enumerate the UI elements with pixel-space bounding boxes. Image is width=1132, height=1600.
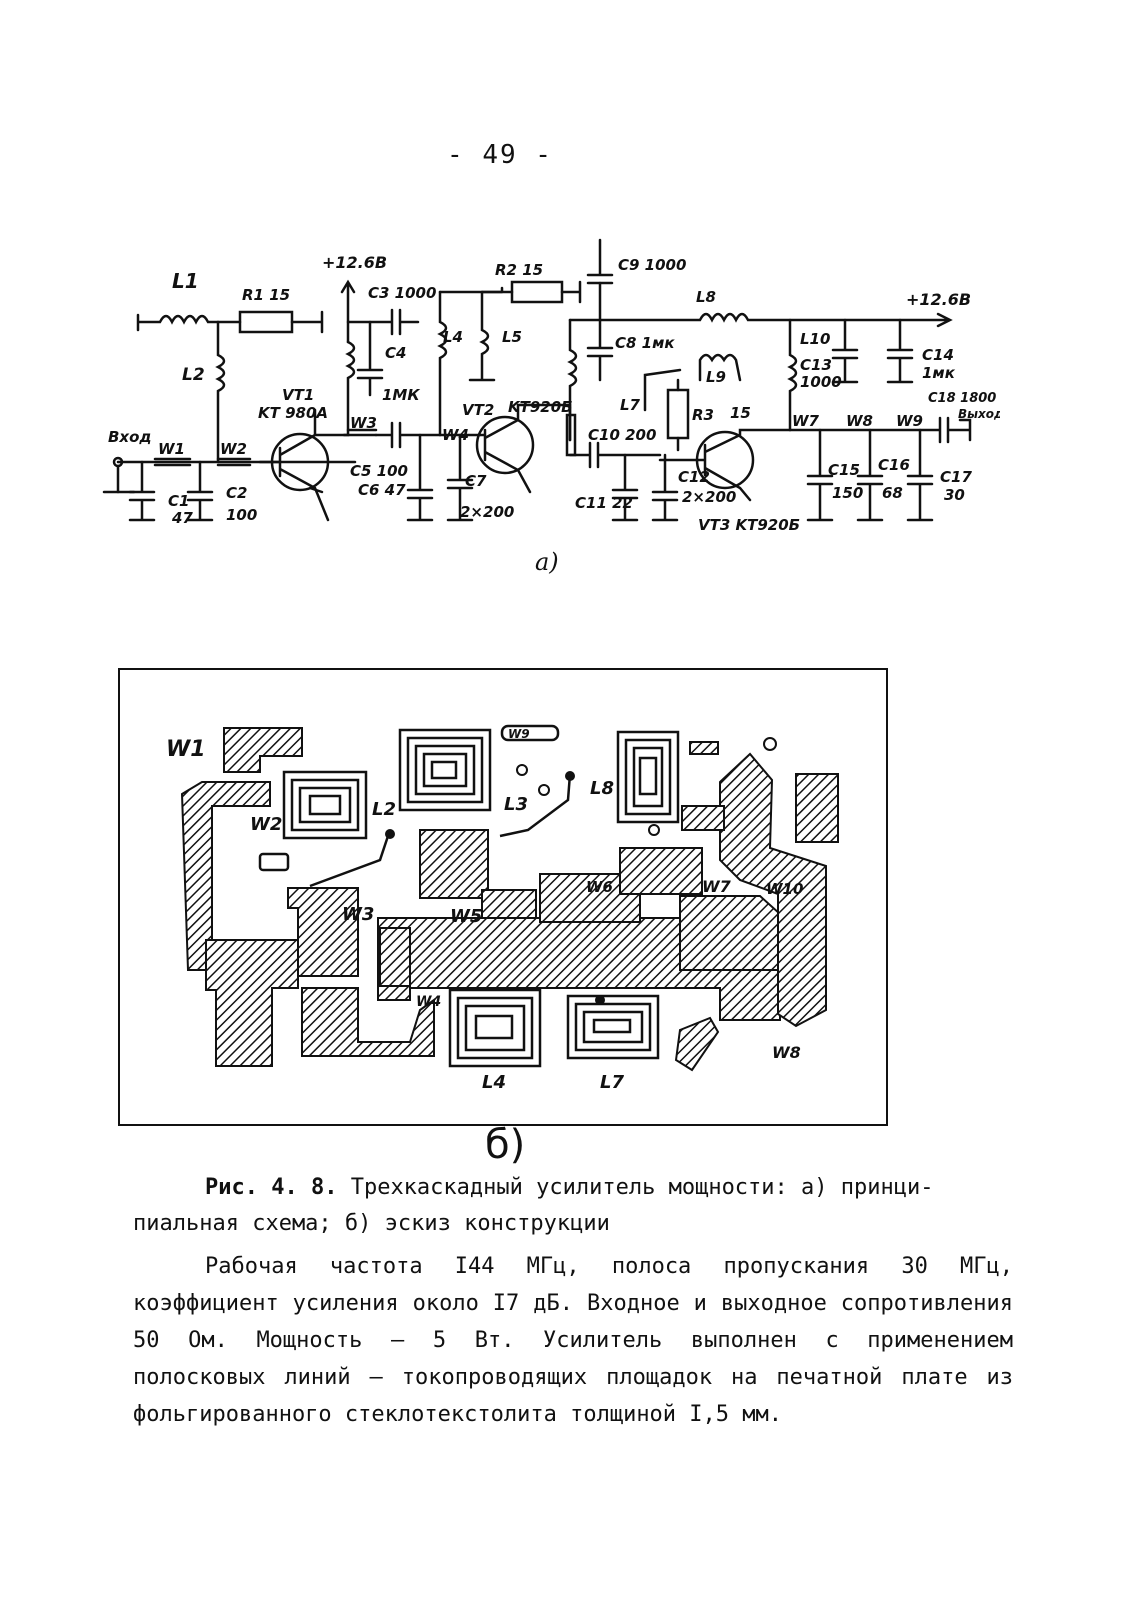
- schematic-label-c12-value: 2×200: [682, 488, 736, 506]
- circuit-schematic: L1 R1 15 L2 VT1 KT 980A Вход W1 W2 C1 47…: [102, 238, 1000, 534]
- body-paragraph-container: Рабочая частота I44 МГц, полоса пропуска…: [133, 1248, 1013, 1433]
- schematic-label-c14: C14: [922, 346, 954, 364]
- schematic-label-w9: W9: [896, 412, 923, 430]
- schematic-label-c18: C18 1800: [928, 391, 996, 406]
- schematic-label-c15: C15: [828, 461, 860, 479]
- schematic-label-l2: L2: [182, 365, 205, 385]
- pcb-sketch-frame: W1 W2 L2 L3 W3 W5 W6 L8 W7 W10 W4 L4 L7 …: [118, 668, 888, 1126]
- figure-caption: Рис. 4. 8. Трехкаскадный усилитель мощно…: [133, 1170, 1013, 1242]
- schematic-label-c5: C5 100: [350, 462, 408, 480]
- body-paragraph: Рабочая частота I44 МГц, полоса пропуска…: [133, 1254, 1013, 1427]
- schematic-label-supply1: +12.6В: [322, 253, 387, 272]
- pcb-label-l8: L8: [590, 778, 614, 799]
- pcb-label-w9: W9: [508, 727, 530, 741]
- schematic-label-vt1-type: KT 980A: [258, 404, 328, 422]
- pcb-label-w5: W5: [450, 906, 482, 927]
- schematic-label-l8: L8: [696, 288, 716, 306]
- schematic-label-vt2: VT2: [462, 401, 494, 419]
- subfigure-label-a: а): [535, 548, 559, 576]
- pcb-label-w2: W2: [250, 814, 282, 835]
- schematic-label-c10: C10 200: [588, 426, 656, 444]
- pcb-layout-sketch: W1 W2 L2 L3 W3 W5 W6 L8 W7 W10 W4 L4 L7 …: [166, 724, 839, 1093]
- schematic-label-w4: W4: [442, 426, 469, 444]
- schematic-label-c11: C11 22: [575, 494, 633, 512]
- schematic-label-c9: C9 1000: [618, 256, 686, 274]
- schematic-label-l10: L10: [800, 330, 830, 348]
- schematic-label-w7: W7: [792, 412, 820, 430]
- schematic-label-w8: W8: [846, 412, 873, 430]
- page-number: - 49 -: [447, 140, 553, 170]
- schematic-label-w1: W1: [158, 440, 185, 458]
- schematic-label-c17: C17: [940, 468, 972, 486]
- schematic-label-c8: C8 1мк: [615, 334, 675, 352]
- pcb-label-w1: W1: [166, 737, 206, 762]
- schematic-label-c12: C12: [678, 468, 710, 486]
- schematic-label-c17-value: 30: [944, 486, 965, 504]
- schematic-label-c3: C3 1000: [368, 284, 436, 302]
- pcb-label-l7: L7: [600, 1072, 624, 1093]
- schematic-label-c13: C13: [800, 356, 832, 374]
- schematic-label-w3: W3: [350, 414, 377, 432]
- pcb-label-w3: W3: [342, 904, 374, 925]
- schematic-label-c4: C4: [385, 344, 406, 362]
- subfigure-label-b: б): [485, 1122, 526, 1168]
- schematic-label-input: Вход: [108, 428, 152, 446]
- schematic-label-vt3: VT3 KT920Б: [698, 516, 800, 534]
- schematic-label-c2-value: 100: [226, 506, 257, 524]
- schematic-label-r3-value: 15: [730, 404, 751, 422]
- schematic-label-c4-value: 1МК: [382, 386, 420, 404]
- schematic-label-c15-value: 150: [832, 484, 863, 502]
- schematic-label-l9: L9: [706, 368, 726, 386]
- pcb-label-l4: L4: [482, 1072, 506, 1093]
- schematic-label-c7: C7: [465, 472, 487, 490]
- pcb-label-w10: W10: [766, 880, 803, 898]
- caption-line-1: Трехкаскадный усилитель мощности: а) при…: [350, 1175, 934, 1200]
- pcb-label-w4: W4: [416, 994, 441, 1010]
- schematic-label-output: Выход: [958, 407, 1000, 421]
- schematic-label-c6: C6 47: [358, 481, 406, 499]
- pcb-label-w6: W6: [586, 878, 613, 896]
- schematic-label-vt1: VT1: [282, 386, 314, 404]
- schematic-label-w2: W2: [220, 440, 247, 458]
- caption-prefix: Рис. 4. 8.: [205, 1175, 351, 1200]
- schematic-label-l4: L4: [443, 328, 463, 346]
- schematic-label-c1: C1: [168, 492, 189, 510]
- schematic-label-c14-value: 1мк: [922, 364, 956, 382]
- schematic-label-l5: L5: [502, 328, 522, 346]
- schematic-label-c2: C2: [226, 484, 247, 502]
- schematic-label-r2: R2 15: [495, 261, 543, 279]
- caption-line-2: пиальная схема; б) эскиз конструкции: [133, 1211, 610, 1236]
- schematic-label-l1: L1: [172, 269, 199, 293]
- pcb-label-w7: W7: [702, 877, 732, 896]
- schematic-label-c13-value: 1000: [800, 373, 842, 391]
- schematic-label-r1: R1 15: [242, 286, 290, 304]
- pcb-label-l2: L2: [372, 799, 396, 820]
- pcb-label-w8: W8: [772, 1043, 801, 1062]
- schematic-label-c16: C16: [878, 456, 910, 474]
- schematic-label-r3: R3: [692, 406, 714, 424]
- schematic-label-c16-value: 68: [882, 484, 903, 502]
- pcb-label-l3: L3: [504, 794, 528, 815]
- schematic-label-c1-value: 47: [171, 509, 193, 527]
- schematic-label-vt2-type: KT920Б: [508, 398, 573, 416]
- schematic-label-supply2: +12.6В: [906, 290, 971, 309]
- schematic-label-c7-value: 2×200: [460, 503, 514, 521]
- schematic-label-l7: L7: [620, 396, 641, 414]
